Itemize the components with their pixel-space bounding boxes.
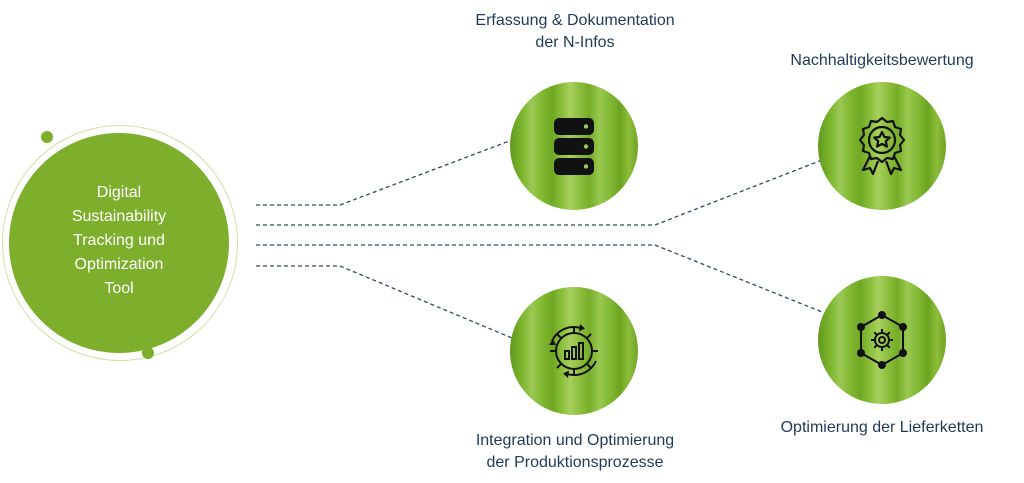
label-produktion: Integration und Optimierung der Produkti… [440, 430, 710, 474]
hub-label-line: Sustainability [71, 208, 167, 225]
hub-label-line: Optimization [74, 256, 164, 273]
label-line: Erfassung & Dokumentation [475, 12, 675, 29]
label-erfassung: Erfassung & Dokumentation der N-Infos [440, 10, 710, 54]
node-erfassung [510, 82, 638, 210]
network-gear-icon [857, 311, 907, 369]
hub-label-line: Digital [96, 184, 142, 201]
label-lieferketten: Optimierung der Lieferketten [752, 417, 1012, 439]
label-line: der N-Infos [535, 34, 615, 51]
connector-to-produktion [256, 265, 513, 339]
hub-outer-ring [2, 125, 238, 361]
hub-circle: Digital Sustainability Tracking und Opti… [9, 133, 229, 353]
connector-to-nachhaltigkeit [256, 159, 823, 226]
connector-to-lieferketten [256, 244, 823, 313]
node-nachhaltigkeit [818, 82, 946, 210]
label-line: Nachhaltigkeitsbewertung [790, 52, 974, 69]
gear-chart-cycle-icon [549, 324, 598, 378]
database-icon [554, 118, 594, 175]
hub-label-line: Tracking und [73, 232, 165, 249]
hub-accent-dot [41, 131, 53, 143]
label-line: Integration und Optimierung [475, 432, 675, 449]
hub-accent-dot [142, 347, 154, 359]
node-produktion [510, 287, 638, 415]
node-lieferketten [818, 276, 946, 404]
label-line: der Produktionsprozesse [486, 454, 664, 471]
label-line: Optimierung der Lieferketten [780, 419, 984, 436]
award-badge-icon [858, 116, 906, 176]
hub-label-line: Tool [104, 280, 134, 297]
hub-label: Digital Sustainability Tracking und Opti… [44, 181, 194, 301]
connector-to-erfassung [256, 139, 513, 206]
label-nachhaltigkeit: Nachhaltigkeitsbewertung [752, 50, 1012, 72]
